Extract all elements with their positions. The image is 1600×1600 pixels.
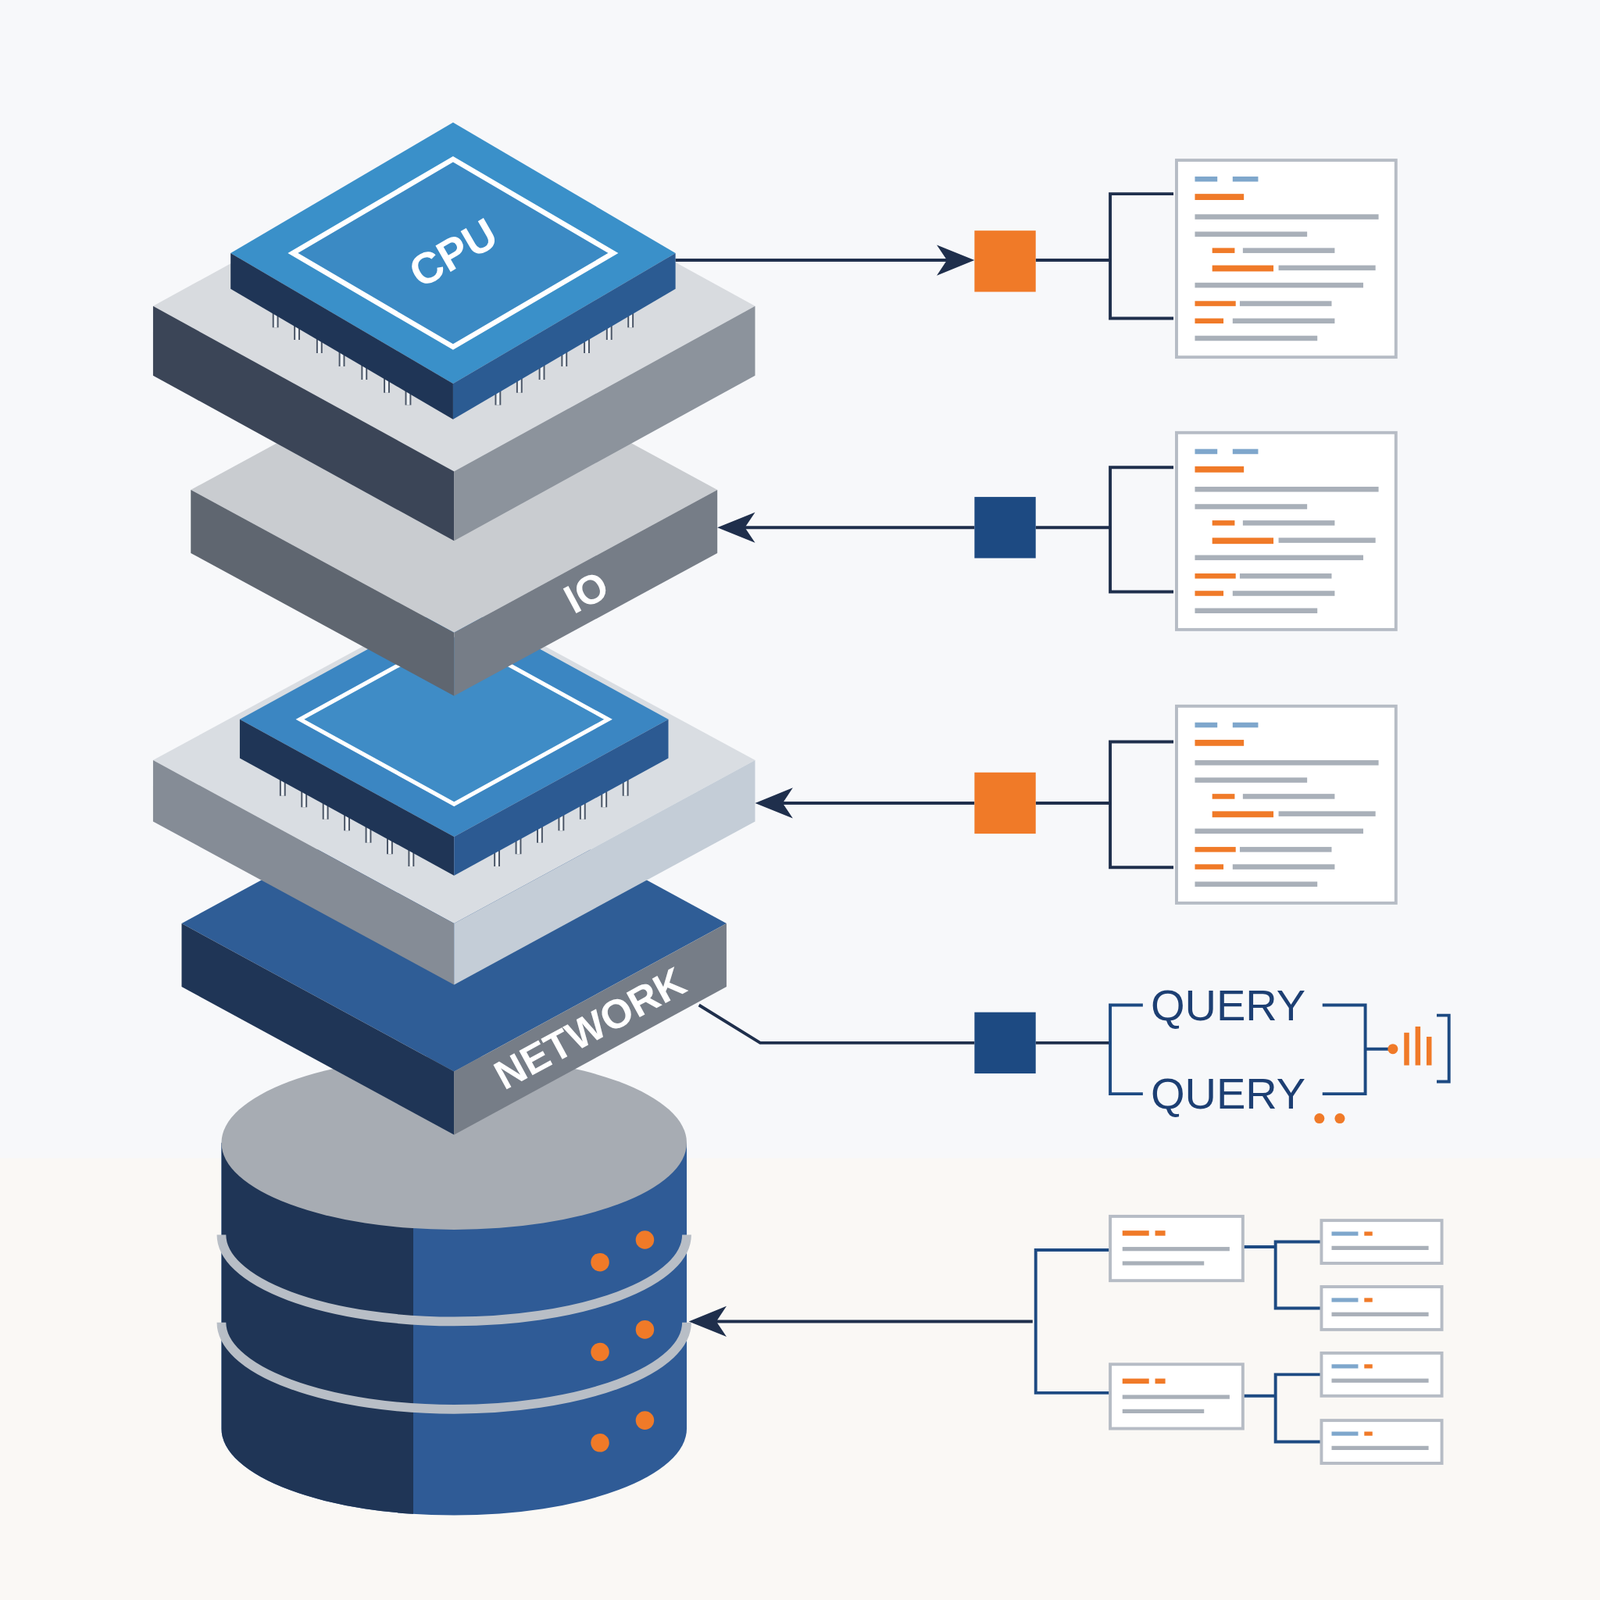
- io-link: [739, 467, 1174, 592]
- io-slab-label: IO: [549, 557, 622, 629]
- bar-icon: [1314, 1026, 1432, 1124]
- marker-square: [974, 496, 1036, 558]
- arrow-head: [717, 512, 755, 543]
- database-cylinder: [203, 1056, 687, 1551]
- network-slab-label: NETWORK: [479, 953, 700, 1104]
- query-label: QUERY: [1150, 981, 1306, 1030]
- cpu-chip: [153, 122, 756, 542]
- node-text: NETWORK: [486, 959, 693, 1099]
- query-label: QUERY: [1150, 1069, 1306, 1118]
- chip-link: [777, 742, 1174, 868]
- cpu-link: [675, 193, 1174, 318]
- arrow-head: [689, 1306, 727, 1337]
- marker-square: [974, 230, 1036, 292]
- log-panel: [1176, 432, 1397, 630]
- marker-square: [974, 772, 1036, 834]
- record-card: [1321, 1420, 1442, 1464]
- arrow-head: [936, 244, 975, 275]
- cpu-chip-label: CPU: [393, 203, 512, 303]
- arrow-head: [755, 787, 793, 818]
- node-text: IO: [556, 563, 615, 623]
- network-link: [699, 1005, 1450, 1095]
- record-card: [1110, 1364, 1243, 1429]
- record-card: [1321, 1286, 1442, 1330]
- log-panel: [1176, 160, 1397, 358]
- node-text: CPU: [400, 209, 505, 297]
- marker-square: [974, 1012, 1036, 1074]
- record-card: [1110, 1216, 1243, 1281]
- log-panel: [1176, 706, 1397, 904]
- record-card: [1321, 1353, 1442, 1397]
- record-card: [1321, 1220, 1442, 1264]
